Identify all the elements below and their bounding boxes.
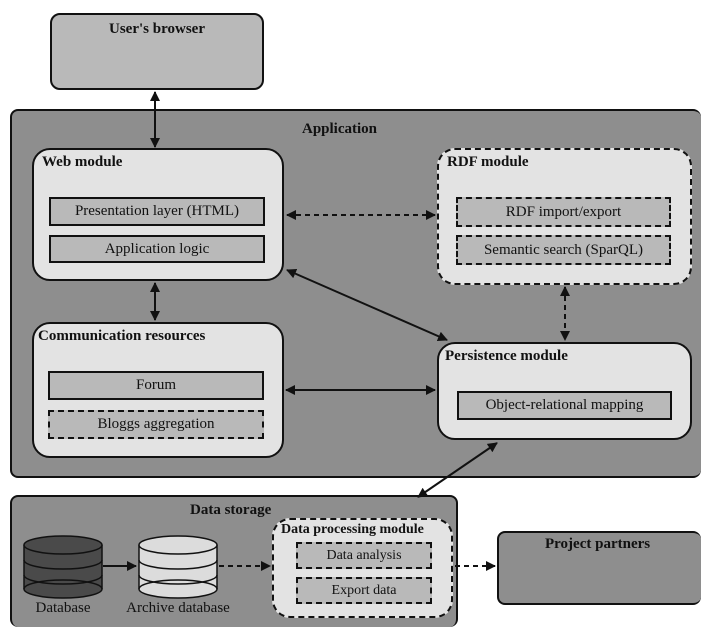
semantic-search-block: Semantic search (SparQL)	[456, 235, 671, 265]
forum-block: Forum	[48, 371, 264, 400]
database-icon	[23, 535, 103, 599]
application-logic-block: Application logic	[49, 235, 265, 263]
project-partners-label: Project partners	[545, 536, 651, 552]
data-analysis-block: Data analysis	[296, 542, 432, 569]
data-storage-label: Data storage	[190, 502, 272, 518]
rdf-import-export-block: RDF import/export	[456, 197, 671, 227]
project-partners-box: Project partners	[497, 531, 701, 605]
object-relational-mapping-block: Object-relational mapping	[457, 391, 672, 420]
bloggs-aggregation-block: Bloggs aggregation	[48, 410, 264, 439]
users-browser-label: User's browser	[109, 21, 205, 37]
presentation-layer-block: Presentation layer (HTML)	[49, 197, 265, 226]
application-label: Application	[302, 121, 378, 137]
archive-database-label: Archive database	[126, 600, 230, 616]
persistence-module-label: Persistence module	[445, 348, 568, 364]
archive-database-icon	[138, 535, 218, 599]
web-module-label: Web module	[42, 154, 123, 170]
communication-resources-label: Communication resources	[38, 328, 206, 344]
users-browser-box: User's browser	[50, 13, 264, 90]
rdf-module-label: RDF module	[447, 154, 529, 170]
export-data-block: Export data	[296, 577, 432, 604]
data-processing-module-label: Data processing module	[281, 522, 424, 537]
database-label: Database	[35, 600, 91, 616]
